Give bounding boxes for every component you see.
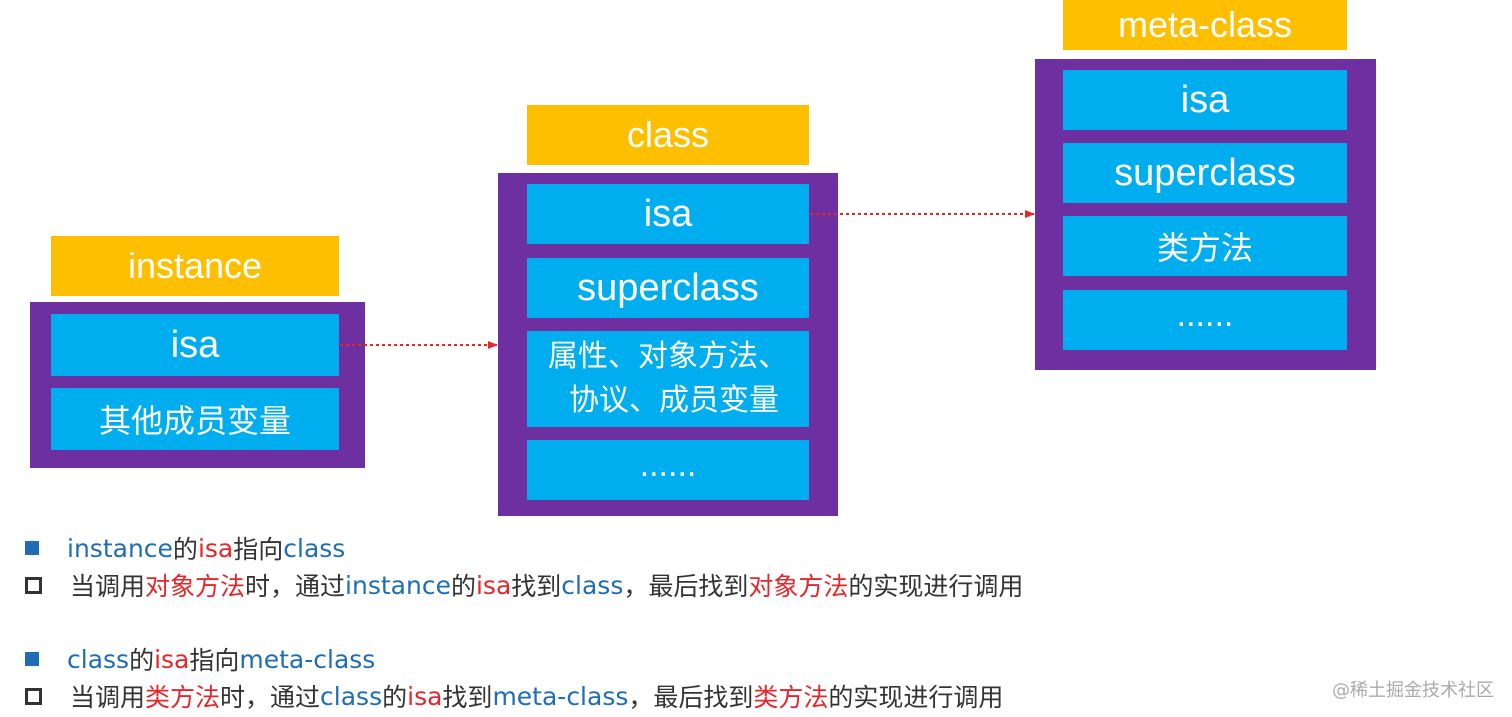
class-isa-cell: isa	[527, 184, 809, 244]
filled-square-icon	[25, 541, 39, 555]
b2-text-2: 对象方法	[145, 572, 246, 601]
b2-text-8: class	[561, 570, 624, 600]
bullet-object-method-call: 当调用 对象方法 时，通过 instance 的 isa 找到 class ，最…	[25, 567, 1023, 603]
b3-text-3: isa	[154, 644, 190, 674]
b2-text-10: 对象方法	[748, 572, 849, 601]
b1-text-4: 指向	[233, 535, 284, 564]
b2-text-9: ，最后找到	[623, 572, 749, 601]
filled-square-icon	[25, 652, 39, 666]
b4-text-3: 时，通过	[220, 683, 321, 712]
b4-text-5: 的	[382, 683, 408, 712]
b3-text-5: meta-class	[239, 644, 376, 674]
bullet-class-isa: class 的 isa 指向 meta-class	[25, 641, 375, 677]
watermark: @稀土掘金技术社区	[1332, 680, 1494, 701]
b4-text-4: class	[320, 681, 383, 711]
b4-text-1: 当调用	[70, 683, 146, 712]
b2-text-6: isa	[475, 570, 512, 600]
b4-text-6: isa	[407, 681, 443, 711]
b4-text-8: meta-class	[492, 681, 629, 711]
b3-text-2: 的	[129, 646, 155, 675]
b3-text-1: class	[67, 644, 130, 674]
b1-text-3: isa	[197, 533, 234, 563]
metaclass-superclass-cell: superclass	[1063, 143, 1347, 203]
class-methods-cell: 属性、对象方法、 协议、成员变量	[527, 331, 809, 427]
class-title: class	[527, 105, 809, 165]
b4-text-7: 找到	[442, 683, 493, 712]
b2-text-5: 的	[450, 572, 476, 601]
bullet-instance-isa: instance 的 isa 指向 class	[25, 530, 345, 566]
b4-text-10: 类方法	[753, 683, 829, 712]
instance-ivars-cell: 其他成员变量	[51, 388, 339, 450]
b4-text-2: 类方法	[145, 683, 221, 712]
b1-text-2: 的	[172, 535, 198, 564]
b2-text-1: 当调用	[70, 572, 146, 601]
b3-text-4: 指向	[189, 646, 240, 675]
metaclass-more-cell: ......	[1063, 290, 1347, 350]
instance-isa-cell: isa	[51, 314, 339, 376]
b2-text-11: 的实现进行调用	[848, 572, 1024, 601]
instance-title: instance	[51, 236, 339, 296]
metaclass-classmethods-cell: 类方法	[1063, 216, 1347, 276]
class-methods-line2: 协议、成员变量	[569, 383, 779, 418]
class-superclass-cell: superclass	[527, 258, 809, 318]
class-more-cell: ......	[527, 440, 809, 500]
metaclass-isa-cell: isa	[1063, 70, 1347, 130]
b2-text-7: 找到	[511, 572, 562, 601]
b4-text-11: 的实现进行调用	[828, 683, 1004, 712]
hollow-square-icon	[25, 576, 42, 594]
bullet-class-method-call: 当调用 类方法 时，通过 class 的 isa 找到 meta-class ，…	[25, 678, 1003, 714]
b1-text-5: class	[283, 533, 346, 563]
b1-text-1: instance	[67, 533, 173, 563]
class-methods-line1: 属性、对象方法、	[548, 339, 788, 374]
b2-text-4: instance	[345, 570, 451, 600]
b2-text-3: 时，通过	[245, 572, 346, 601]
b4-text-9: ，最后找到	[628, 683, 754, 712]
hollow-square-icon	[25, 687, 42, 705]
metaclass-title: meta-class	[1063, 0, 1347, 50]
